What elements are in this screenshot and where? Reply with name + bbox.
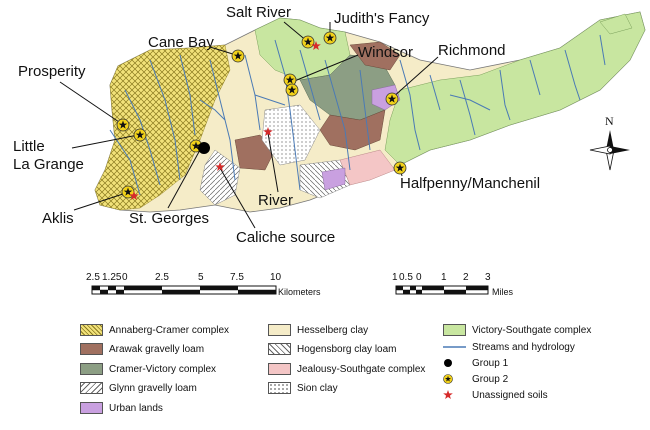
legend-label: Annaberg-Cramer complex (109, 324, 230, 336)
legend-label: Unassigned soils (472, 389, 548, 401)
legend-label: Glynn gravelly loam (109, 382, 197, 394)
soil-glynn (199, 149, 241, 206)
north-arrow-label: N (605, 114, 614, 128)
scale-mi-tick: 0.5 (399, 272, 413, 283)
group1-dot-icon (443, 357, 466, 369)
label-caliche-source: Caliche source (236, 229, 336, 246)
label-cane-bay: Cane Bay (148, 34, 214, 51)
scale-km-tick: 2.5 (155, 272, 169, 283)
legend-item: Sion clay (268, 381, 338, 395)
legend-label: Streams and hydrology (472, 341, 575, 353)
label-little-la-grange: Little La Grange (13, 138, 84, 173)
legend-label: Cramer-Victory complex (109, 363, 217, 375)
legend-item: Group 2 (443, 372, 508, 386)
label-halfpenny: Halfpenny/Manchenil (400, 175, 541, 192)
legend-label: Urban lands (109, 402, 163, 414)
scale-km-tick: 7.5 (230, 272, 244, 283)
label-windsor: Windsor (358, 44, 414, 61)
site-marker-richmond (385, 92, 399, 106)
legend-swatch (268, 382, 291, 394)
label-judiths-fancy: Judith's Fancy (334, 10, 430, 27)
group2-star-icon (443, 373, 466, 385)
site-marker-halfpenny (393, 161, 407, 175)
label-prosperity: Prosperity (18, 63, 86, 80)
legend-swatch (443, 324, 466, 336)
legend-item: Jealousy-Southgate complex (268, 362, 425, 376)
scale-km-unit: Kilometers (278, 287, 321, 297)
site-marker-caliche-red (215, 162, 225, 171)
unassigned-star-icon (443, 389, 466, 401)
site-marker-little-la-grange (133, 128, 147, 142)
streams (109, 34, 606, 196)
soil-victory-southgate (384, 11, 646, 166)
legend-item: Hesselberg clay (268, 323, 368, 337)
label-salt-river: Salt River (226, 4, 292, 21)
scale-km-tick: 2.5 (86, 272, 100, 283)
site-marker-windsor-2 (285, 83, 299, 97)
legend-item: Victory-Southgate complex (443, 323, 591, 337)
label-richmond: Richmond (438, 42, 506, 59)
legend-item: Streams and hydrology (443, 340, 575, 354)
north-arrow-icon (589, 130, 630, 171)
soil-annaberg (94, 44, 231, 211)
legend-swatch (80, 324, 103, 336)
scale-mi-tick: 0 (416, 272, 422, 283)
legend-item: Urban lands (80, 401, 163, 415)
legend-label: Hesselberg clay (297, 324, 369, 336)
legend-label: Group 1 (472, 357, 509, 369)
scale-mi-unit: Miles (492, 287, 514, 297)
legend-item: Cramer-Victory complex (80, 362, 216, 376)
site-marker-salt-river-red (311, 41, 321, 50)
unassigned-markers (129, 41, 321, 200)
label-river: River (258, 192, 294, 209)
scale-bar-km (91, 285, 277, 295)
legend-label: Group 2 (472, 373, 509, 385)
scale-km-tick: 0 (122, 272, 128, 283)
legend-label: Jealousy-Southgate complex (297, 363, 426, 375)
stream-line-icon (443, 341, 466, 353)
scale-km-tick: 5 (198, 272, 204, 283)
soil-jealousy (339, 149, 396, 186)
soil-urban-2 (321, 167, 346, 191)
legend-swatch (80, 402, 103, 414)
legend-swatch (80, 382, 103, 394)
leader-lines (59, 21, 439, 229)
label-st-georges: St. Georges (129, 210, 210, 227)
site-marker-salt-river (301, 35, 315, 49)
legend-item: Glynn gravelly loam (80, 381, 197, 395)
legend-swatch (80, 363, 103, 375)
legend-label: Arawak gravelly loam (109, 343, 205, 355)
legend-swatch (268, 343, 291, 355)
legend-item: Annaberg-Cramer complex (80, 323, 229, 337)
scale-mi-tick: 1 (392, 272, 398, 283)
soil-arawak-3 (349, 41, 401, 71)
legend-label: Sion clay (297, 382, 338, 394)
legend-swatch (268, 363, 291, 375)
legend-item: Group 1 (443, 356, 508, 370)
legend-swatch (80, 343, 103, 355)
site-marker-cane-bay (231, 49, 245, 63)
label-aklis: Aklis (42, 210, 74, 227)
site-marker-judiths-fancy (323, 31, 337, 45)
legend-item: Arawak gravelly loam (80, 342, 204, 356)
legend-label: Victory-Southgate complex (472, 324, 592, 336)
scale-km-tick: 1.25 (102, 272, 122, 283)
legend-label: Hogensborg clay loam (297, 343, 397, 355)
site-marker-river-red (263, 127, 273, 136)
soil-urban-3 (599, 13, 633, 35)
site-marker-aklis-red (129, 191, 139, 200)
scale-mi-tick: 3 (485, 272, 491, 283)
scale-bar-miles (395, 285, 489, 295)
scale-mi-tick: 1 (441, 272, 447, 283)
legend-swatch (268, 324, 291, 336)
soil-sion (261, 104, 321, 166)
legend-item: Unassigned soils (443, 388, 548, 402)
scale-km-tick: 10 (270, 272, 282, 283)
site-marker-prosperity (116, 118, 130, 132)
site-marker-st-georges-group1 (198, 142, 210, 154)
legend-item: Hogensborg clay loam (268, 342, 397, 356)
scale-mi-tick: 2 (463, 272, 469, 283)
